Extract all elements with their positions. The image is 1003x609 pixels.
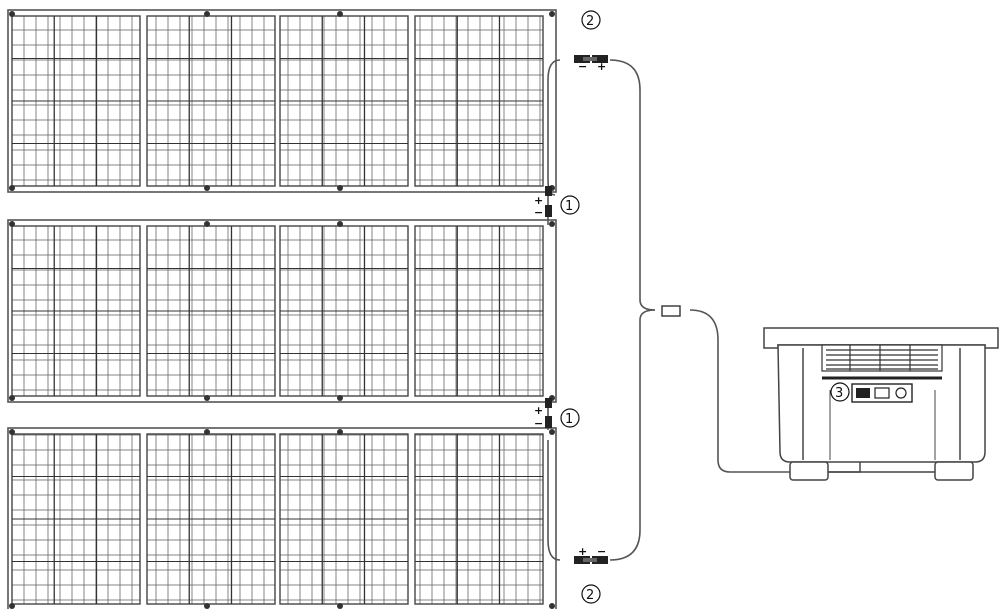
solar-panels-group [7, 9, 557, 609]
y-connector-icon [661, 305, 681, 317]
callout-2-bottom: 2 [581, 584, 601, 604]
grommet [337, 221, 343, 227]
bottom-cable [547, 440, 561, 561]
station-cable [689, 309, 861, 473]
svg-text:2: 2 [586, 14, 594, 29]
top-plus-label: + [597, 60, 606, 73]
panel-fold [414, 15, 544, 187]
svg-text:1: 1 [565, 199, 573, 214]
bottom-plug-icon [574, 556, 608, 564]
top-plug-icon [574, 55, 608, 63]
solar-panel [7, 219, 557, 403]
grommet [9, 185, 15, 191]
svg-text:2: 2 [586, 588, 594, 603]
panel-fold [146, 225, 276, 397]
panel-fold [11, 225, 141, 397]
panel-fold [11, 15, 141, 187]
grommet [337, 603, 343, 609]
bottom-plus-label: + [578, 545, 587, 558]
grommet [549, 603, 555, 609]
grommet [9, 395, 15, 401]
grommet [549, 11, 555, 17]
grommet [549, 221, 555, 227]
vent-grille [821, 344, 943, 372]
grommet [204, 395, 210, 401]
series-connector-2-icon [545, 398, 552, 428]
callout-3: 3 [830, 382, 850, 402]
grommet [337, 429, 343, 435]
panel-fold [279, 225, 409, 397]
panel-fold [279, 433, 409, 605]
grommet [204, 11, 210, 17]
grommet [337, 395, 343, 401]
callout-2-top: 2 [581, 10, 601, 30]
grommet [204, 603, 210, 609]
mid1-plus-label: + [534, 194, 543, 207]
bottom-minus-label: − [597, 545, 606, 558]
panel-fold [146, 433, 276, 605]
power-station-icon [763, 327, 999, 481]
solar-panel [7, 427, 557, 609]
panel-fold [414, 225, 544, 397]
svg-text:1: 1 [565, 412, 573, 427]
panel-fold [279, 15, 409, 187]
top-minus-label: − [578, 60, 587, 73]
grommet [337, 185, 343, 191]
grommet [204, 429, 210, 435]
bottom-cable-outer [609, 309, 656, 561]
panel-fold [11, 433, 141, 605]
grommet [9, 11, 15, 17]
top-cable-outer [609, 59, 656, 311]
cables [547, 59, 861, 561]
grommet [204, 221, 210, 227]
panel-fold [414, 433, 544, 605]
solar-panel [7, 9, 557, 193]
mid1-minus-label: − [534, 206, 543, 219]
grommet [9, 221, 15, 227]
grommet [204, 185, 210, 191]
grommet [9, 603, 15, 609]
series-connector-1-icon [545, 186, 552, 217]
callout-1-upper: 1 [560, 195, 580, 215]
grommet [549, 429, 555, 435]
input-port-panel [851, 383, 913, 403]
svg-text:3: 3 [835, 386, 843, 401]
grommet [9, 429, 15, 435]
mid2-minus-label: − [534, 417, 543, 430]
grommet [337, 11, 343, 17]
callout-1-lower: 1 [560, 408, 580, 428]
mid2-plus-label: + [534, 404, 543, 417]
panel-fold [146, 15, 276, 187]
